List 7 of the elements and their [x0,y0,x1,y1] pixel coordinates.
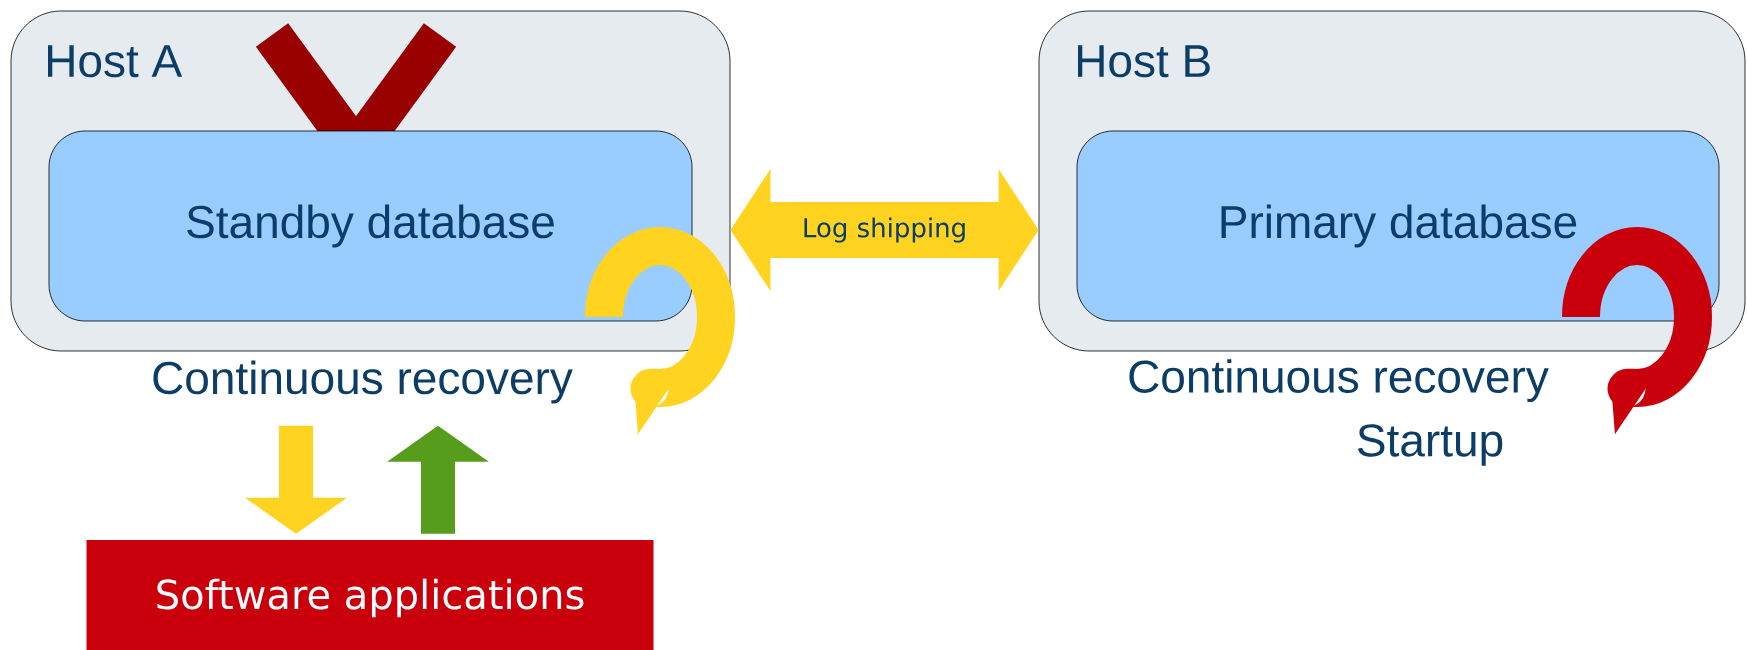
database-box: Primary database [1076,130,1720,322]
caption-text: Startup [1357,424,1503,466]
application-box: Software applications [86,540,654,650]
caption-text: Continuous recovery [153,360,573,404]
edge-label: Log shipping [799,215,970,245]
caption-text: Continuous recovery [1129,359,1549,403]
database-box: Standby database [48,130,693,322]
